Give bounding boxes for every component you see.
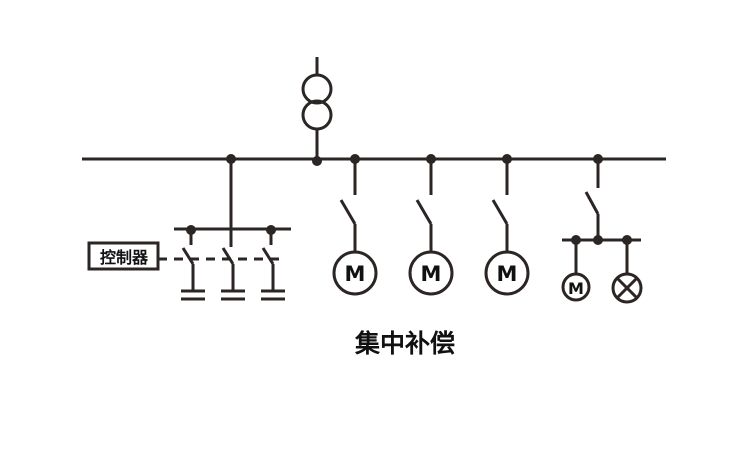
motor-feeder: M: [408, 159, 454, 296]
motor-label: M: [497, 262, 518, 286]
motor-feeder: M: [484, 159, 530, 296]
motor-feeder: M: [332, 159, 378, 296]
motor-label: M: [568, 279, 584, 298]
capacitor-switch: [261, 247, 285, 301]
caption: 集中补偿: [354, 329, 455, 358]
motor-icon: [408, 250, 454, 296]
controller-label: 控制器: [100, 248, 149, 267]
motor-label: M: [421, 262, 442, 286]
capacitor-switch: [181, 247, 205, 301]
capacitor-bank: [174, 159, 291, 301]
capacitor-switch: [221, 247, 245, 301]
motor-label: M: [345, 262, 366, 286]
motor-icon: [484, 250, 530, 296]
small-motor: M: [561, 272, 591, 302]
transformer: [301, 57, 333, 160]
motor-icon: [332, 250, 378, 296]
controller: [87, 241, 280, 271]
lamp-icon: [611, 272, 643, 304]
sub-feeder: M: [561, 159, 643, 304]
